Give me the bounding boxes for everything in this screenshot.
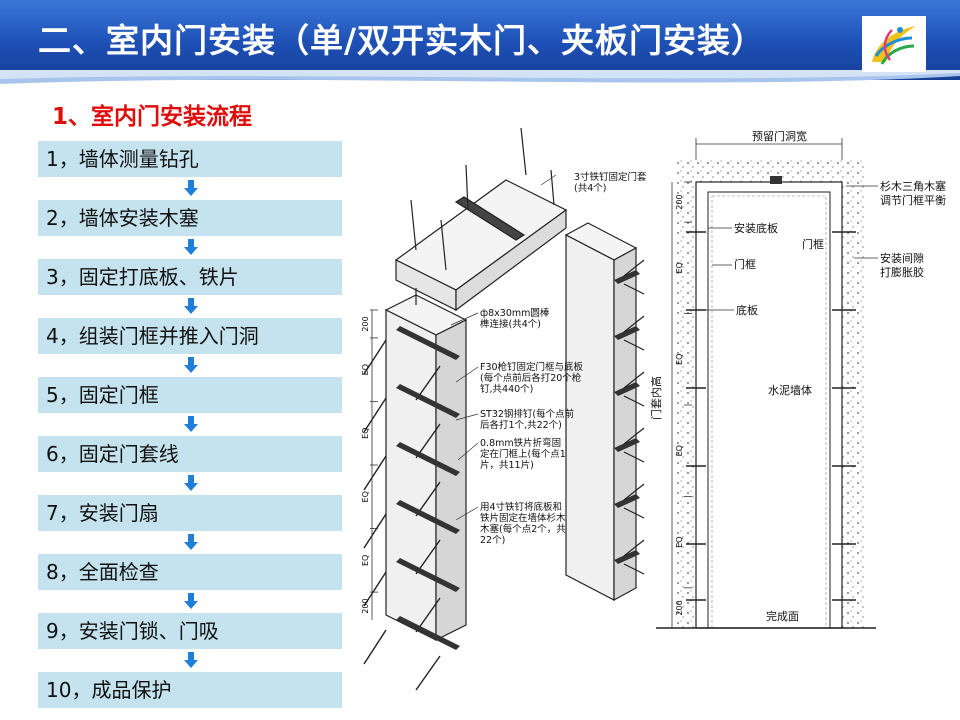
diagram-label: 门框: [802, 237, 824, 251]
iron-plate: [614, 539, 645, 575]
dimension-label: EQ: [675, 536, 684, 547]
process-step-5: 5，固定门框: [38, 377, 342, 413]
dimension-label: 200: [361, 316, 370, 331]
down-arrow-icon: [184, 239, 198, 255]
dimension-label: 200: [361, 598, 370, 613]
process-step-10: 10，成品保护: [38, 672, 342, 708]
dimension-label: EQ: [675, 262, 684, 273]
dimension-label: EQ: [361, 555, 370, 566]
header-bar: 二、室内门安装（单/双开实木门、夹板门安装）: [0, 0, 960, 84]
dimension-label: EQ: [361, 364, 370, 375]
down-arrow-icon: [184, 357, 198, 373]
process-step-2: 2，墙体安装木塞: [38, 200, 342, 236]
header-wave-decoration: [0, 70, 960, 84]
process-step-3: 3，固定打底板、铁片: [38, 259, 342, 295]
down-arrow-icon: [184, 534, 198, 550]
isometric-frame-drawing: [384, 127, 638, 641]
diagram-label: 水泥墙体: [768, 383, 812, 397]
dimension-label: EQ: [675, 445, 684, 456]
dimension-label: EQ: [675, 354, 684, 365]
process-step-7: 7，安装门扇: [38, 495, 342, 531]
annotation: ф8x30mm圆棒榫连接(共4个): [480, 307, 550, 330]
process-step-8: 8，全面检查: [38, 554, 342, 590]
diagram-label: 预留门洞宽: [752, 129, 807, 143]
annotation: 杉木三角木塞调节门框平衡: [880, 179, 946, 207]
annotation: 安装间隙打膨胀胶: [880, 251, 924, 279]
iron-plate-group: [363, 326, 460, 691]
down-arrow-icon: [184, 593, 198, 609]
iron-plate: [614, 315, 645, 351]
iron-plate: [614, 371, 645, 407]
dimension-label: 200: [675, 194, 684, 209]
annotation: ST32钢排钉(每个点前后各打1个,共22个): [480, 408, 574, 431]
diagram-label: 完成面: [766, 609, 799, 623]
down-arrow-icon: [184, 298, 198, 314]
process-step-9: 9，安装门锁、门吸: [38, 613, 342, 649]
down-arrow-icon: [184, 416, 198, 432]
diagram-label: 门套内高: [649, 376, 663, 420]
diagram-label: 门框: [734, 257, 756, 271]
process-step-1: 1，墙体测量钻孔: [38, 141, 342, 177]
dimension-label: EQ: [361, 428, 370, 439]
dimension-label: 200: [675, 600, 684, 615]
down-arrow-icon: [184, 475, 198, 491]
page-title: 二、室内门安装（单/双开实木门、夹板门安装）: [38, 21, 766, 60]
down-arrow-icon: [184, 180, 198, 196]
section-title: 1、室内门安装流程: [52, 104, 253, 130]
diagram-label: 底板: [736, 303, 758, 317]
process-step-4: 4，组装门框并推入门洞: [38, 318, 342, 354]
dimension-label: EQ: [361, 491, 370, 502]
iron-plate: [614, 259, 645, 295]
iron-plate: [614, 427, 645, 463]
iron-plate: [614, 483, 645, 519]
annotation: 3寸铁钉固定门套(共4个): [574, 171, 647, 194]
diagram-label: 安装底板: [734, 221, 778, 235]
annotation: F30枪钉固定门框与底板(每个点前后各打20个枪钉,共440个): [480, 361, 584, 395]
right-jamb-plate-group: [614, 259, 645, 575]
process-step-6: 6，固定门套线: [38, 436, 342, 472]
logo-swirl-icon: [872, 26, 916, 65]
down-arrow-icon: [184, 652, 198, 668]
iron-plate: [363, 616, 460, 691]
company-logo: [862, 16, 926, 72]
elevation-anchor-ticks: [686, 231, 856, 601]
door-frame-elevation: [656, 138, 876, 629]
